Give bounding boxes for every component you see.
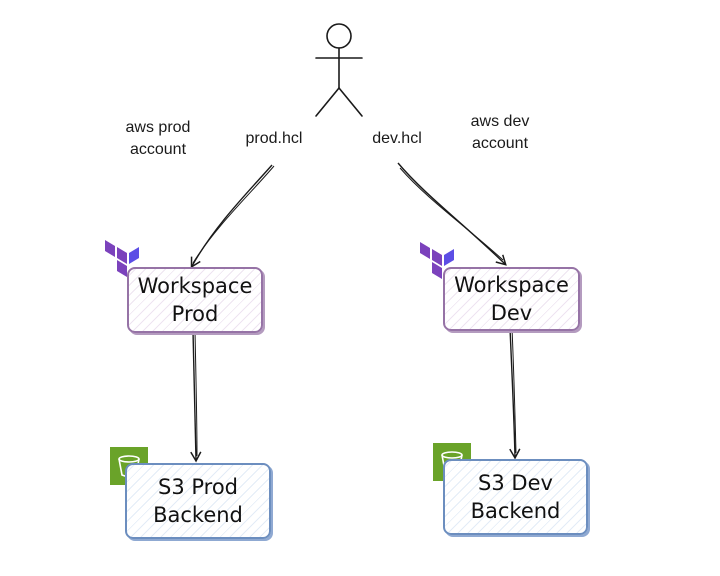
arrow-prod-hcl-to-workspace-prod [190,164,275,269]
arrow-dev-hcl-to-workspace-dev [397,162,507,266]
aws-prod-account-label: aws prod account [110,117,206,161]
s3-dev-backend-box[interactable]: S3 Dev Backend [443,459,588,535]
dev-hcl-label: dev.hcl [372,130,422,147]
arrow-workspace-dev-to-s3-dev [509,327,521,460]
arrow-workspace-prod-to-s3-prod [190,330,202,463]
workspace-prod-line-1: Workspace [137,274,253,298]
s3-dev-line-1: S3 Dev [478,471,553,495]
terraform-icon [105,240,139,277]
s3-dev-line-2: Backend [470,499,561,523]
workspace-dev-line-2: Dev [490,301,533,325]
s3-prod-line-2: Backend [153,503,243,527]
s3-prod-backend-box[interactable]: S3 Prod Backend [125,463,271,539]
s3-prod-line-1: S3 Prod [157,475,238,499]
workspace-prod-line-2: Prod [171,302,219,326]
aws-dev-account-label: aws dev account [452,111,548,155]
aws-prod-account-line-2: account [129,141,187,158]
terraform-icon [420,242,454,279]
prod-hcl-label: prod.hcl [245,130,303,147]
user-actor-icon [315,23,363,117]
aws-dev-account-line-2: account [471,135,529,152]
workspace-dev-box[interactable]: Workspace Dev [443,267,580,331]
workspace-dev-line-1: Workspace [454,273,569,297]
aws-dev-account-line-1: aws dev [470,113,530,130]
workspace-prod-box[interactable]: Workspace Prod [127,267,263,333]
aws-prod-account-line-1: aws prod [125,119,191,136]
